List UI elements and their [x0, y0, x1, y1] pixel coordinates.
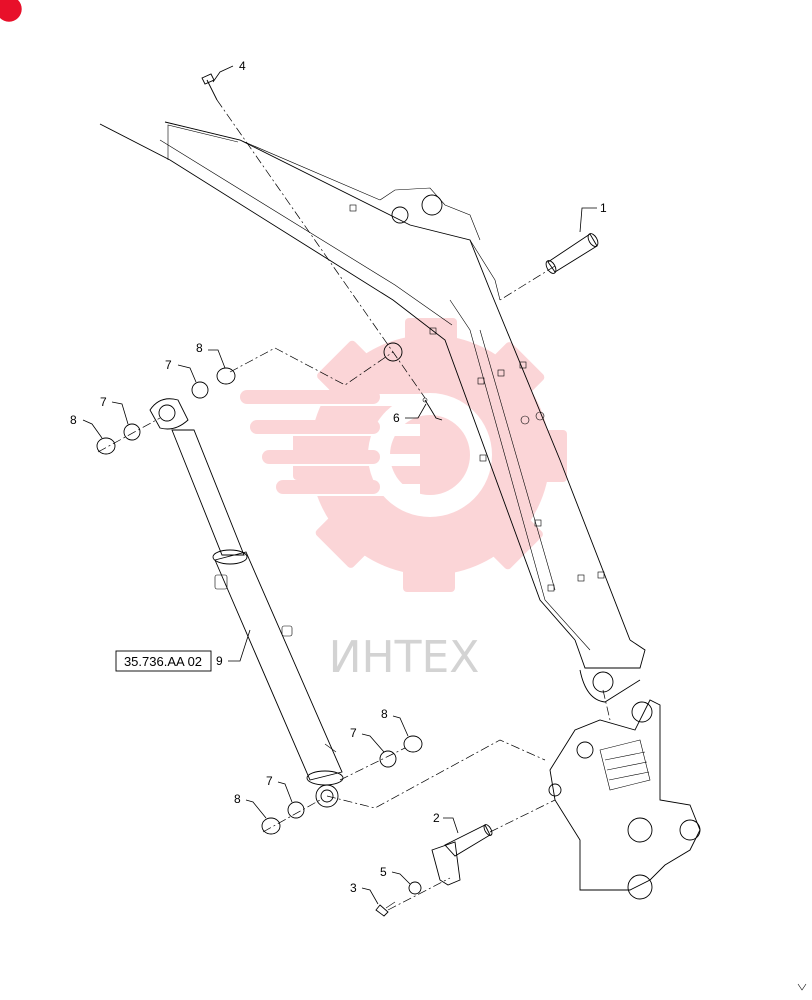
washer-item-8c	[403, 735, 423, 753]
callout-8-lower-left: 8	[234, 792, 241, 806]
washers-upper	[96, 367, 236, 455]
watermark-text: ИНТЕХ	[329, 632, 480, 683]
bolt-item-4	[201, 73, 218, 101]
assembly-lines	[97, 99, 611, 911]
pin-item-2	[431, 824, 493, 886]
reference-box[interactable]: 35.736.AA 02	[115, 650, 212, 672]
boom-arm	[99, 121, 646, 703]
washer-item-7a	[191, 381, 209, 399]
callout-8-lower-right: 8	[381, 707, 388, 721]
callout-7-lower-right: 7	[350, 726, 357, 740]
reference-label: 35.736.AA 02	[124, 654, 202, 669]
callout-1: 1	[600, 201, 607, 215]
callout-5: 5	[380, 865, 387, 879]
callout-7-upper-right: 7	[165, 358, 172, 372]
watermark-logo	[230, 318, 567, 592]
washers-lower	[261, 735, 423, 835]
corner-marker	[0, 0, 22, 22]
callout-8-upper-left: 8	[70, 413, 77, 427]
callout-8-upper-right: 8	[196, 341, 203, 355]
washer-item-7d	[287, 801, 305, 819]
leader-lines	[82, 65, 597, 905]
bolt-item-3	[375, 901, 396, 917]
washer-item-7c	[379, 750, 397, 768]
pin-item-1	[545, 233, 599, 274]
washer-item-8b	[96, 437, 116, 455]
callout-7-upper-left: 7	[100, 395, 107, 409]
callout-6: 6	[393, 411, 400, 425]
washer-item-8d	[261, 817, 281, 835]
washer-item-5	[408, 881, 422, 895]
callout-9: 9	[216, 654, 223, 668]
callout-labels: 4 1 8 7 7 8 6 9 8 7 7 8 2 5 3	[70, 59, 607, 895]
swing-bracket	[548, 699, 701, 900]
callout-4: 4	[239, 59, 246, 73]
callout-2: 2	[433, 811, 440, 825]
hydraulic-cylinder	[149, 398, 344, 808]
washer-item-7b	[123, 423, 141, 441]
callout-7-lower-left: 7	[266, 774, 273, 788]
callout-3: 3	[350, 881, 357, 895]
corner-tick	[797, 983, 807, 991]
